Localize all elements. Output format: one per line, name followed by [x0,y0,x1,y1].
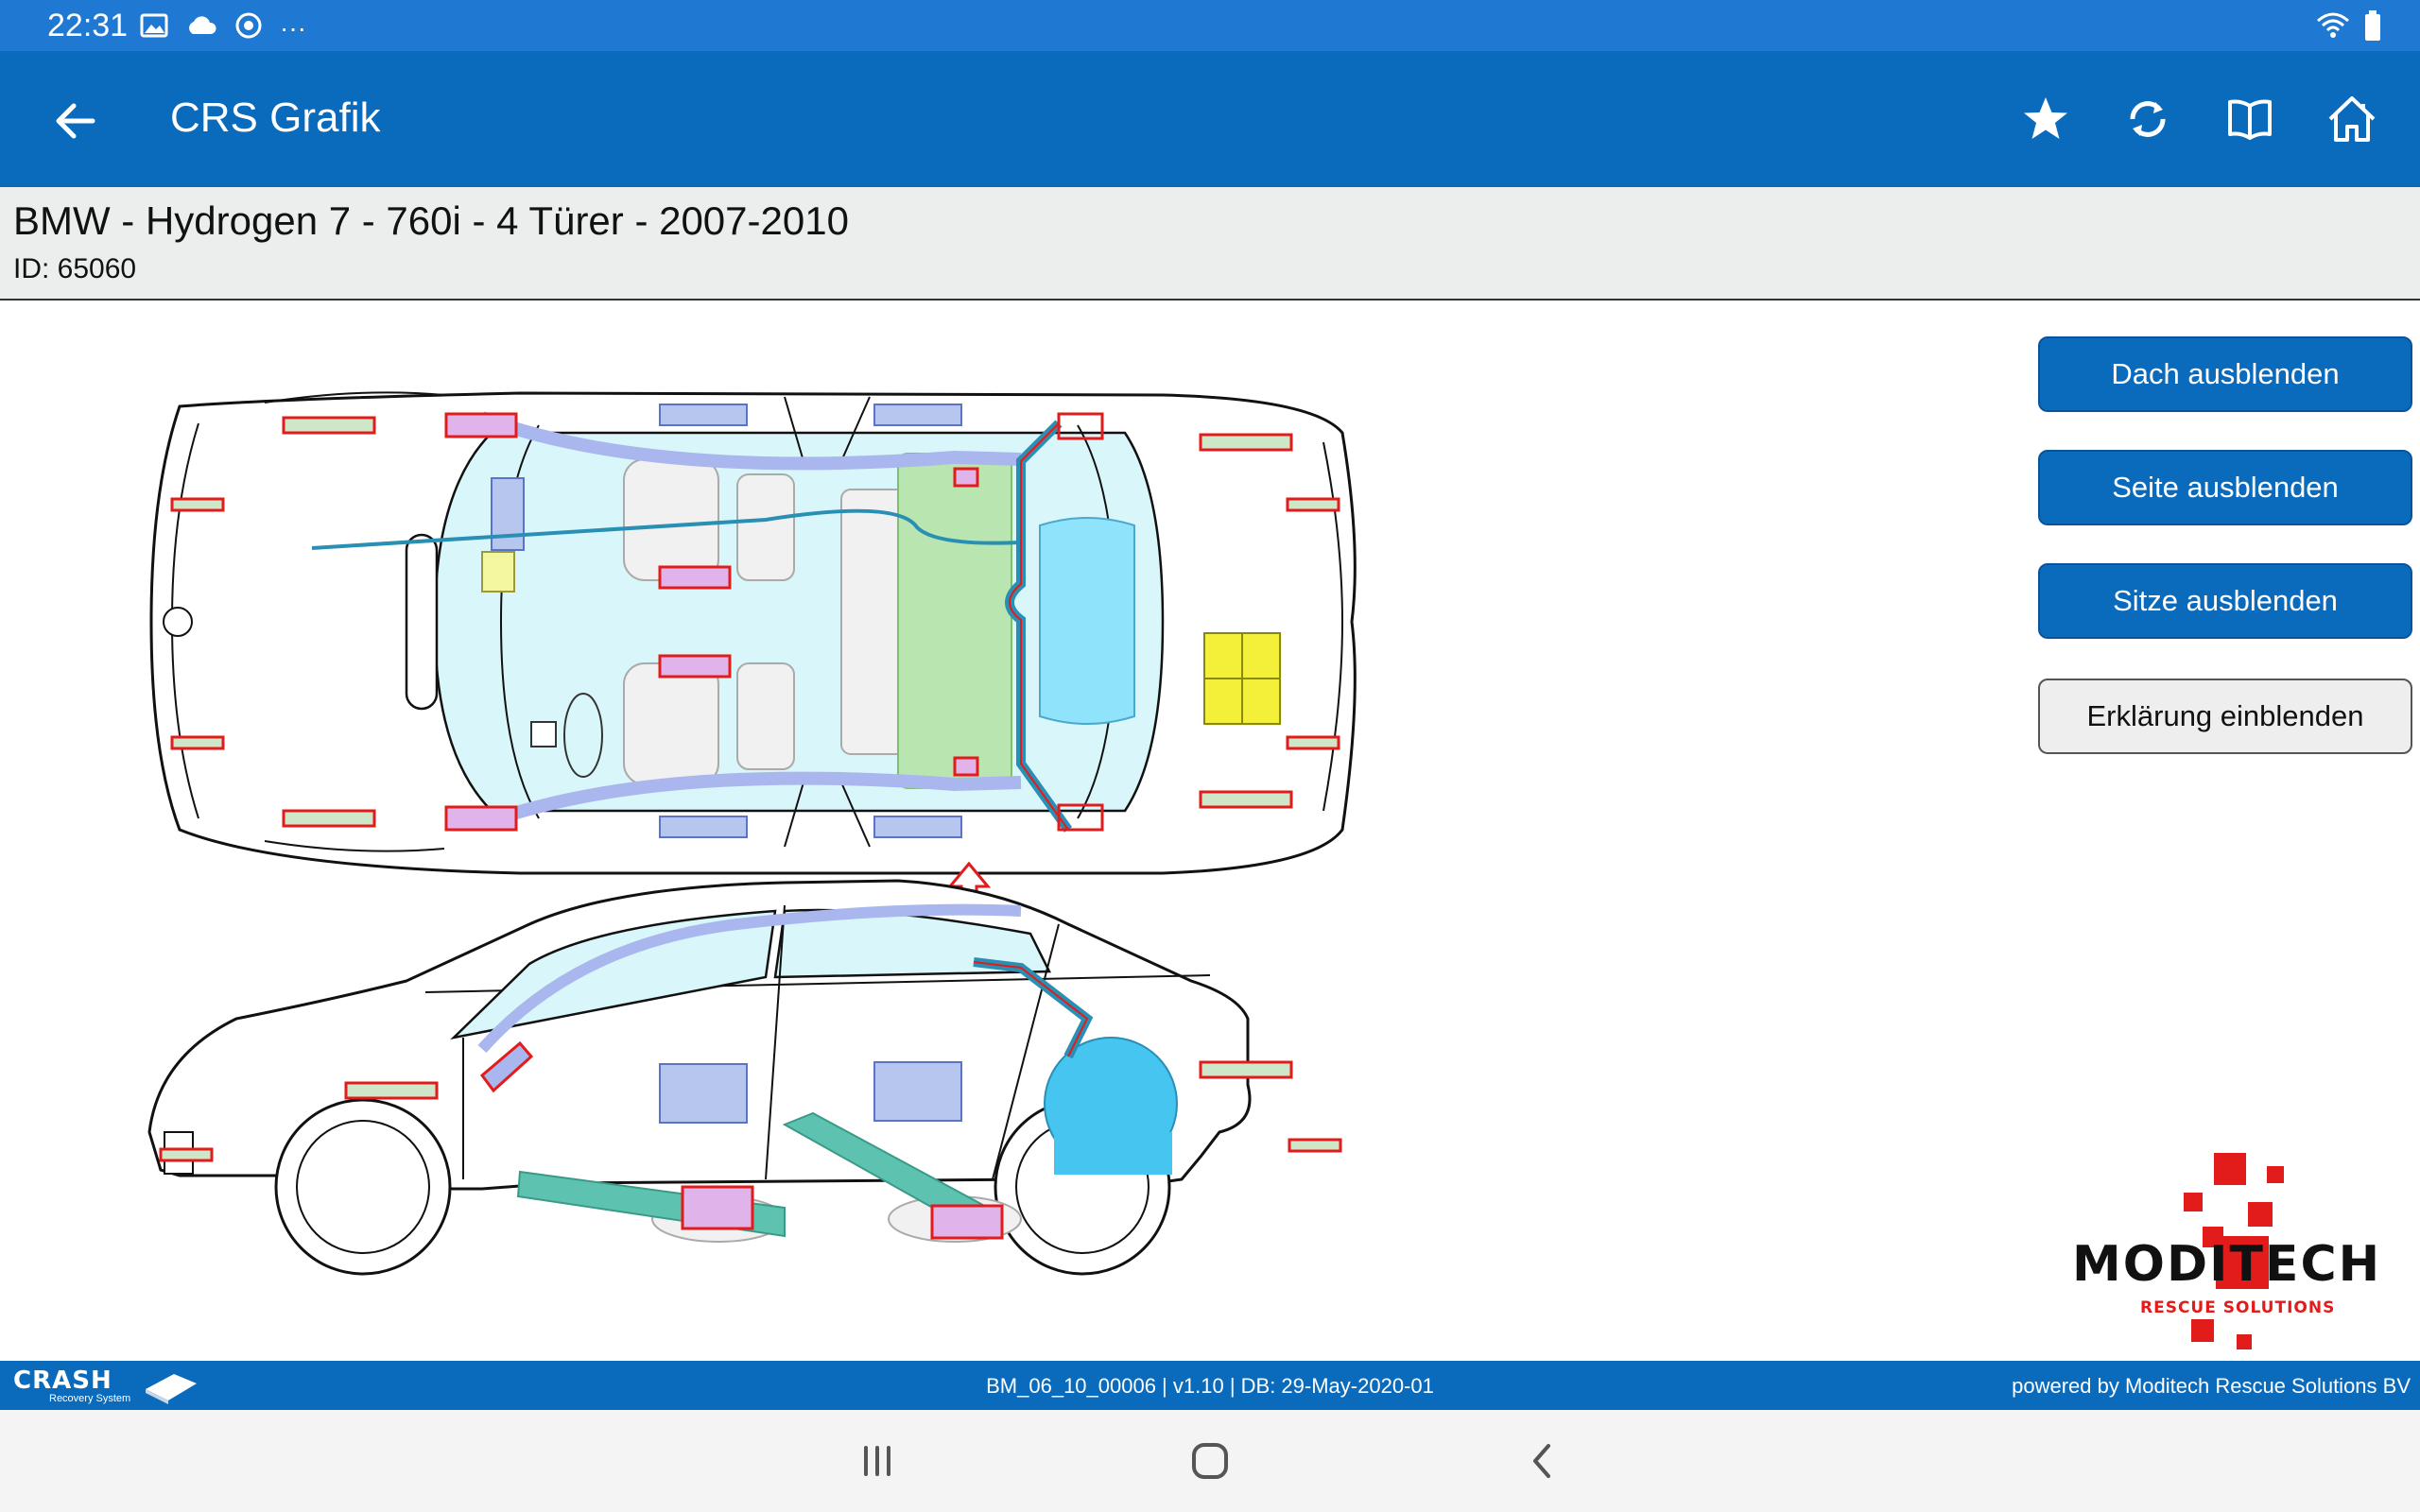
battery-icon [2363,9,2382,46]
graphic-content: Dach ausblenden Seite ausblenden Sitze a… [0,301,2420,1361]
vehicle-title: BMW - Hydrogen 7 - 760i - 4 Türer - 2007… [13,198,849,243]
status-bar: 22:31 ··· [0,0,2420,51]
crash-logo-text: CRASH [13,1366,112,1395]
more-dots-icon: ··· [280,12,306,43]
crash-recovery-logo: CRASH Recovery System [13,1366,197,1404]
page-title: CRS Grafik [170,94,381,141]
moditech-wordmark: MODITECH [2072,1236,2382,1293]
home-nav-icon[interactable] [1182,1435,1238,1487]
home-icon[interactable] [2322,89,2382,149]
top-view-car [149,391,1357,875]
image-icon [140,12,168,43]
version-info: BM_06_10_00006 | v1.10 | DB: 29-May-2020… [986,1374,1434,1398]
refresh-icon[interactable] [2118,89,2178,149]
back-nav-icon[interactable] [1514,1435,1571,1487]
app-bar: CRS Grafik [0,51,2420,187]
status-time: 22:31 [47,8,129,43]
vehicle-rescue-diagram [147,391,1357,1276]
show-legend-button[interactable]: Erklärung einblenden [2038,679,2412,754]
powered-by: powered by Moditech Rescue Solutions BV [2012,1374,2411,1398]
book-icon[interactable] [2220,89,2280,149]
vehicle-header: BMW - Hydrogen 7 - 760i - 4 Türer - 2007… [0,187,2420,301]
recent-apps-icon[interactable] [849,1435,906,1487]
crash-logo-book-icon [146,1374,197,1404]
hide-side-button[interactable]: Seite ausblenden [2038,450,2412,525]
crash-logo-subtext: Recovery System [49,1393,131,1404]
system-nav-bar [0,1410,2420,1512]
moditech-squares-icon [2184,1153,2284,1349]
chrome-icon [234,11,263,44]
cloud-icon [185,13,217,43]
hide-roof-button[interactable]: Dach ausblenden [2038,336,2412,412]
moditech-tagline: RESCUE SOLUTIONS [2140,1298,2336,1317]
footer-bar: CRASH Recovery System BM_06_10_00006 | v… [0,1361,2420,1410]
hide-seats-button[interactable]: Sitze ausblenden [2038,563,2412,639]
back-arrow-icon[interactable] [47,93,104,149]
vehicle-id: ID: 65060 [13,253,137,284]
moditech-logo: MODITECH RESCUE SOLUTIONS [2061,1132,2401,1359]
side-view-car [147,879,1342,1276]
star-icon[interactable] [2015,89,2076,149]
wifi-icon [2316,11,2350,44]
